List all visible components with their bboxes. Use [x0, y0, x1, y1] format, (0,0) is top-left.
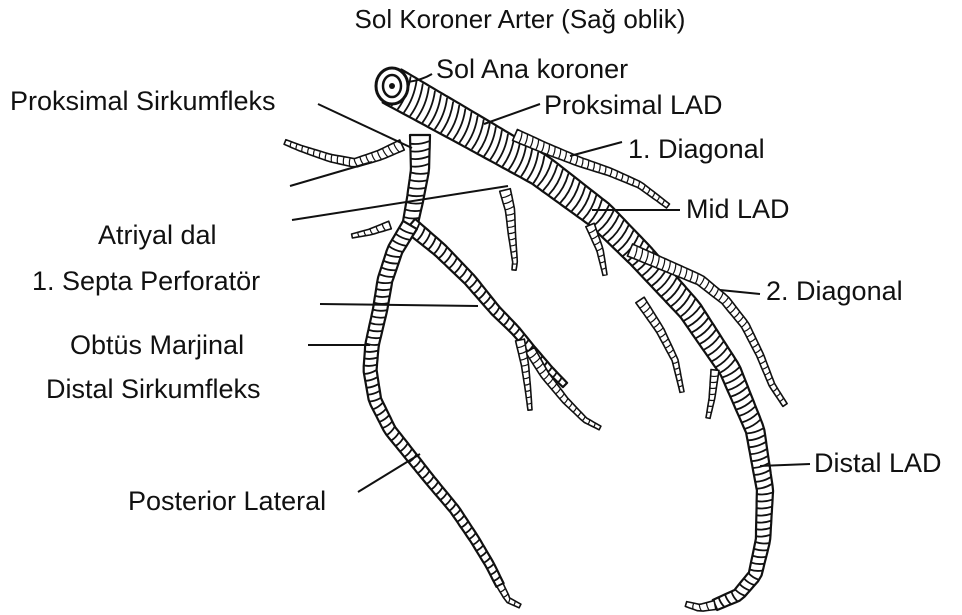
label-proksimal-lad: Proksimal LAD [544, 90, 723, 120]
vessel-circumflex-proximal [403, 135, 430, 227]
leader-posterior-lateral [358, 454, 420, 492]
vessel-lad-tip [685, 601, 716, 612]
label-sol-ana-koroner: Sol Ana koroner [436, 54, 628, 84]
label-obtus-marjinal: Obtüs Marjinal [70, 330, 244, 360]
leader-septa-perforator [320, 304, 478, 306]
diagram-title: Sol Koroner Arter (Sağ oblik) [355, 4, 686, 34]
label-septa-perforator: 1. Septa Perforatör [32, 266, 260, 296]
label-proksimal-sirkumfleks: Proksimal Sirkumfleks [10, 86, 276, 116]
vessel-circumflex-twig [352, 221, 392, 238]
vessel-atrial-branch-outline [284, 140, 404, 167]
leader-proksimal-sirkumfleks-branch [290, 162, 372, 186]
leader-ikinci-diagonal [720, 290, 760, 294]
vessel-posterior-lateral-tip [497, 583, 521, 607]
label-posterior-lateral: Posterior Lateral [128, 486, 326, 516]
label-ikinci-diagonal: 2. Diagonal [766, 276, 903, 306]
label-mid-lad: Mid LAD [686, 194, 790, 224]
leader-atriyal-dal [292, 186, 508, 220]
labels: Sol Koroner Arter (Sağ oblik) Sol Ana ko… [10, 4, 942, 516]
label-birinci-diagonal: 1. Diagonal [628, 134, 765, 164]
vessel-obtuse-branch [526, 347, 601, 429]
label-atriyal-dal: Atriyal dal [98, 220, 217, 250]
label-distal-sirkumfleks: Distal Sirkumfleks [46, 374, 261, 404]
vessel-septal-perforator [500, 189, 518, 271]
leader-birinci-diagonal [570, 142, 622, 156]
vessel-obtuse-branch-outline [526, 347, 601, 429]
vessel-atrial-branch [284, 140, 404, 167]
vessel-distal-circumflex [364, 221, 504, 587]
label-distal-lad: Distal LAD [814, 448, 942, 478]
vessel-lad-diag-branch-b [706, 370, 719, 419]
leader-proksimal-lad [484, 104, 540, 124]
vessel-posterior-lateral-tip-outline [497, 583, 521, 607]
left-main-ostium [376, 68, 408, 104]
